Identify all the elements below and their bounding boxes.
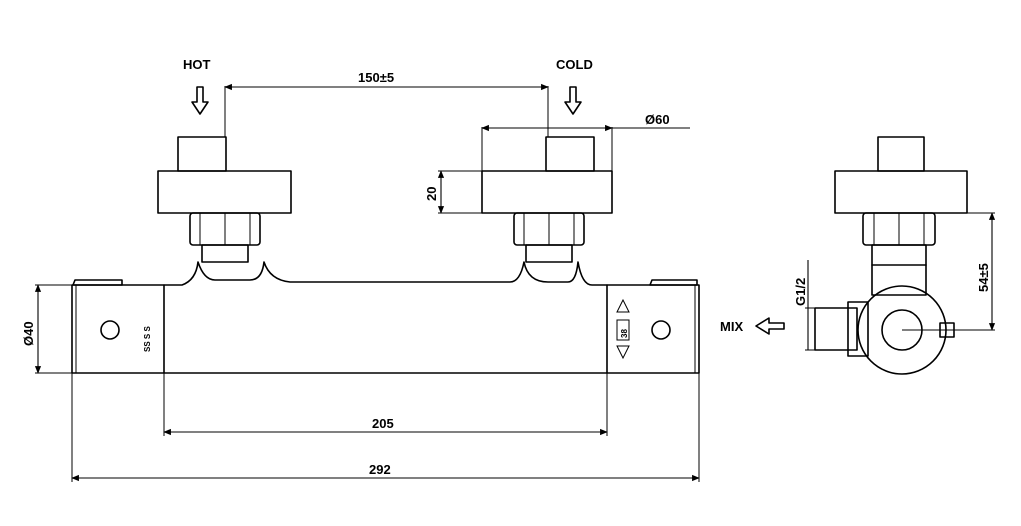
depth-value: 54±5 [976,263,991,292]
cold-label: COLD [556,57,593,72]
cold-inlet [481,136,613,263]
front-view: SS S S 38 [21,57,700,482]
eccentric-diameter-value: Ø60 [645,112,670,127]
dim-inlet-spacing: 150±5 [224,70,549,137]
dim-thread: G1/2 [793,260,815,351]
dim-body-length: 205 [163,373,608,436]
flow-scale-label: SS S S [143,326,152,352]
right-mounting-hole [651,320,671,340]
side-view: G1/2 54±5 MIX [720,136,996,375]
dim-eccentric-diameter: Ø60 [481,112,690,171]
body-length-value: 205 [372,416,394,431]
hot-label: HOT [183,57,211,72]
dim-body-diameter: Ø40 [21,284,72,374]
left-mounting-hole [100,320,120,340]
overall-length-value: 292 [369,462,391,477]
mix-label: MIX [720,319,743,334]
hot-inlet [157,136,292,263]
hot-flow-arrow-icon [191,86,209,115]
body-diameter-value: Ø40 [21,321,36,346]
dim-depth: 54±5 [955,212,996,331]
thread-value: G1/2 [793,278,808,306]
flow-scale-marks: SS S S [143,326,152,352]
temperature-label: 38 [620,329,629,338]
mix-flow-arrow-icon [755,317,785,335]
cold-flow-arrow-icon [564,86,582,115]
inlet-spacing-value: 150±5 [358,70,394,85]
dim-overall-length: 292 [71,373,700,482]
valve-body [71,261,700,374]
temperature-scale: 38 [616,298,630,360]
dim-eccentric-height: 20 [424,170,482,214]
eccentric-height-value: 20 [424,187,439,201]
